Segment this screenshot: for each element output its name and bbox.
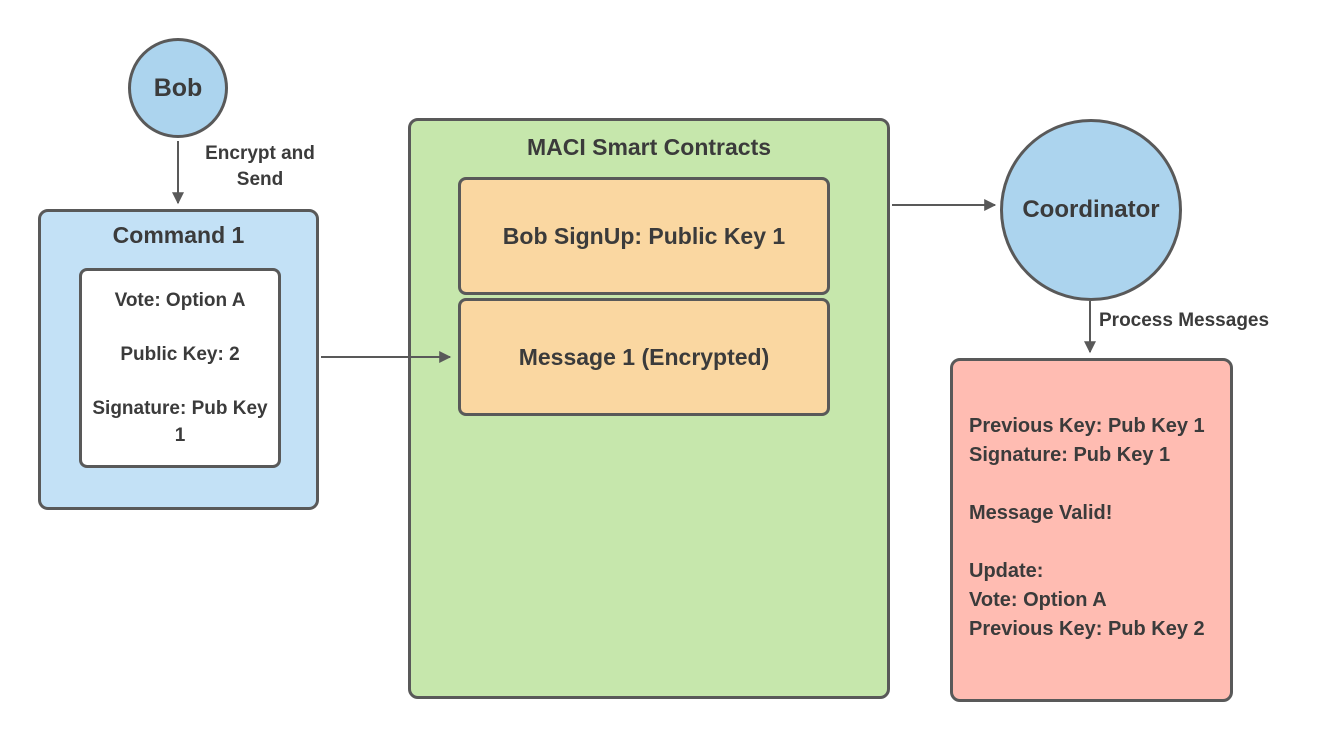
- process-result-box: Previous Key: Pub Key 1 Signature: Pub K…: [950, 358, 1233, 702]
- coordinator-label: Coordinator: [1022, 196, 1160, 223]
- maci-smart-contracts-box: MACI Smart Contracts Bob SignUp: Public …: [408, 118, 890, 699]
- bob-node: Bob: [128, 38, 228, 138]
- message-1-box: Message 1 (Encrypted): [458, 298, 830, 416]
- bob-signup-box: Bob SignUp: Public Key 1: [458, 177, 830, 295]
- encrypt-and-send-label: Encrypt and Send: [205, 143, 315, 190]
- command-1-details-card: Vote: Option A Public Key: 2 Signature: …: [79, 268, 281, 468]
- process-result-details: Previous Key: Pub Key 1 Signature: Pub K…: [969, 415, 1205, 640]
- bob-label: Bob: [153, 73, 203, 102]
- message-1-label: Message 1 (Encrypted): [518, 343, 770, 370]
- maci-smart-contracts-title: MACI Smart Contracts: [526, 134, 772, 160]
- coordinator-node: Coordinator: [1000, 119, 1182, 301]
- command-1-box: Command 1 Vote: Option A Public Key: 2 S…: [38, 209, 319, 510]
- command-1-details: Vote: Option A Public Key: 2 Signature: …: [92, 290, 268, 446]
- bob-signup-label: Bob SignUp: Public Key 1: [502, 222, 786, 249]
- command-1-title: Command 1: [112, 222, 245, 248]
- process-messages-label: Process Messages: [1099, 310, 1270, 331]
